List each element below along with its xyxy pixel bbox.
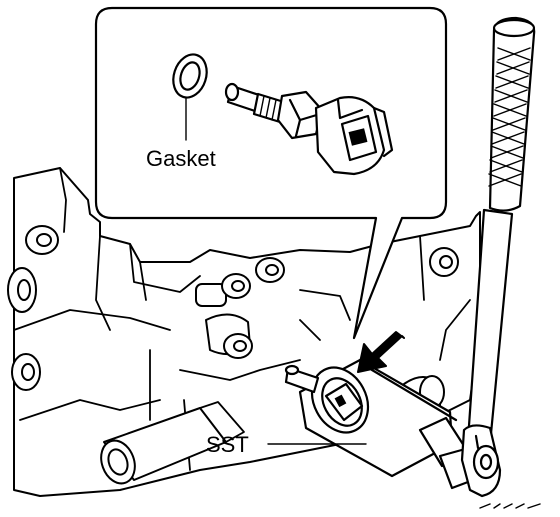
- arrow-icon: [357, 331, 405, 373]
- knurled-grip-pattern: [488, 47, 531, 187]
- sst-label: SST: [206, 432, 249, 457]
- coolant-temperature-sensor: [224, 82, 394, 176]
- detail-callout: Gasket: [94, 6, 448, 340]
- gasket-ring: [172, 53, 208, 99]
- sst-socket-tool: [284, 358, 486, 490]
- torque-wrench-handle: [460, 16, 536, 498]
- figure-code-fragment: [479, 503, 541, 509]
- gasket-label: Gasket: [146, 146, 216, 171]
